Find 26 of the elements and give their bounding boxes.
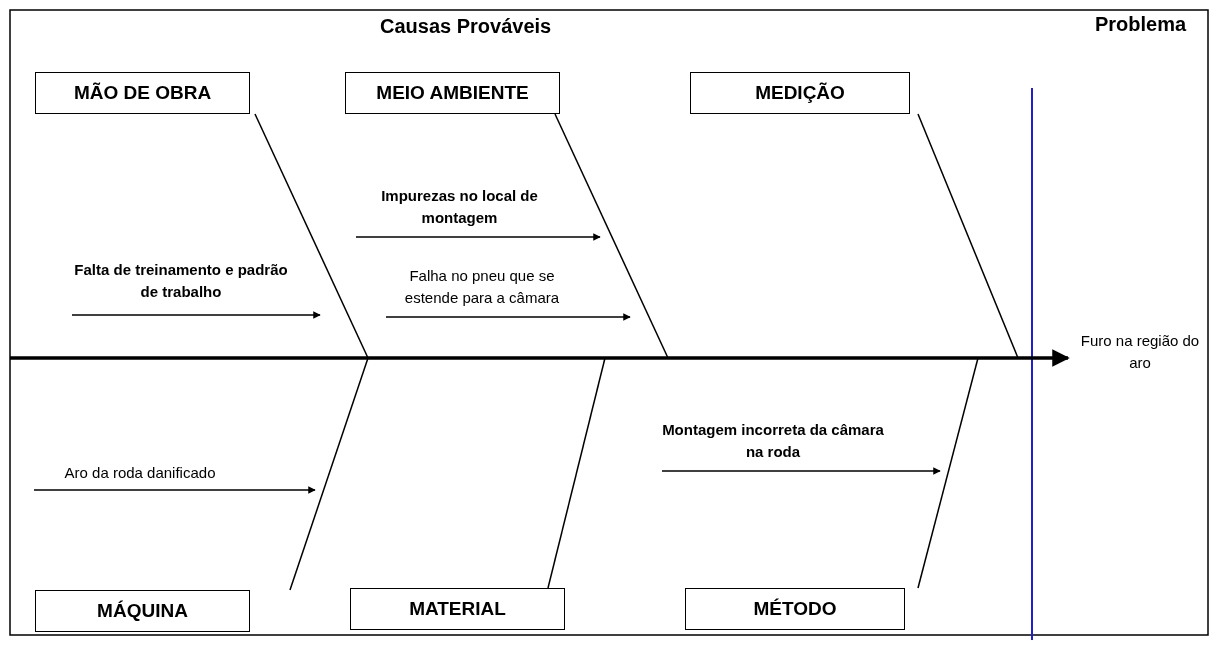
arrow [71, 311, 321, 319]
cause-text: Impurezas no local de montagem [352, 185, 567, 231]
diagram-title: Causas Prováveis [380, 15, 552, 38]
category-box: MÁQUINA [35, 590, 250, 632]
category-box: MÃO DE OBRA [35, 72, 250, 114]
arrow [355, 233, 601, 241]
category-box: MEDIÇÃO [690, 72, 910, 114]
bone-line [917, 113, 1019, 359]
bone-line [917, 357, 979, 589]
cause-text: Falha no pneu que se estende para a câmara [382, 265, 582, 311]
arrow [385, 313, 631, 321]
category-box: MEIO AMBIENTE [345, 72, 560, 114]
category-box: MATERIAL [350, 588, 565, 630]
cause-text: Aro da roda danificado [30, 462, 250, 484]
bone-line [254, 113, 369, 359]
effect-text: Furo na região do aro [1070, 330, 1210, 378]
category-box: MÉTODO [685, 588, 905, 630]
arrow [33, 486, 316, 494]
bone-line [289, 357, 369, 591]
bone-line [547, 357, 606, 589]
cause-text: Falta de treinamento e padrão de trabalho [68, 259, 294, 305]
arrow [661, 467, 941, 475]
cause-text: Montagem incorreta da câmara na roda [658, 419, 888, 465]
bone-line [554, 113, 669, 359]
heading-label: Problema [1095, 13, 1187, 36]
arrow [10, 349, 1070, 367]
